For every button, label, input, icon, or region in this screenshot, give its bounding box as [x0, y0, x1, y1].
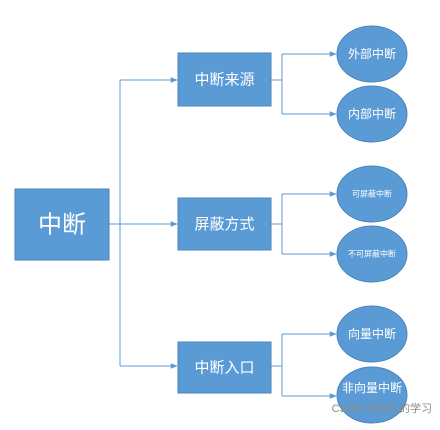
- root-node-label: 中断: [38, 211, 86, 239]
- leaf-node-vector: 向量中断: [336, 305, 408, 363]
- leaf-node-vector-label: 向量中断: [348, 326, 396, 341]
- leaf-node-internal: 内部中断: [336, 85, 408, 143]
- branch-node-source-label: 中断来源: [194, 71, 254, 89]
- watermark: CSDN @快乐的学习: [331, 403, 432, 415]
- branch-node-entry-label: 中断入口: [194, 359, 254, 377]
- branch-node-entry: 中断入口: [177, 341, 272, 394]
- leaf-node-external: 外部中断: [336, 25, 408, 83]
- branch-node-mask: 屏蔽方式: [177, 197, 272, 251]
- branch-node-source: 中断来源: [177, 52, 272, 107]
- root-connectors: [109, 77, 178, 369]
- leaf-node-nonmaskable-label: 不可屏蔽中断: [348, 249, 396, 259]
- leaf-node-nonmaskable: 不可屏蔽中断: [336, 225, 408, 283]
- leaf-node-maskable-label: 可屏蔽中断: [352, 189, 392, 199]
- leaf-node-nonvector-label: 非向量中断: [342, 380, 402, 395]
- connector-root-trunk: [109, 80, 121, 366]
- connector-source-trunk: [271, 54, 283, 114]
- root-node: 中断: [14, 188, 110, 261]
- leaf-node-maskable: 可屏蔽中断: [336, 165, 408, 223]
- leaf-node-nonvector: 非向量中断: [336, 366, 408, 424]
- connector-entry-trunk: [271, 334, 283, 396]
- leaf-node-internal-label: 内部中断: [348, 106, 396, 121]
- leaf-node-external-label: 外部中断: [348, 46, 396, 61]
- connector-mask-trunk: [271, 194, 283, 254]
- branch-node-mask-label: 屏蔽方式: [194, 215, 254, 233]
- branch-connectors: [271, 51, 337, 399]
